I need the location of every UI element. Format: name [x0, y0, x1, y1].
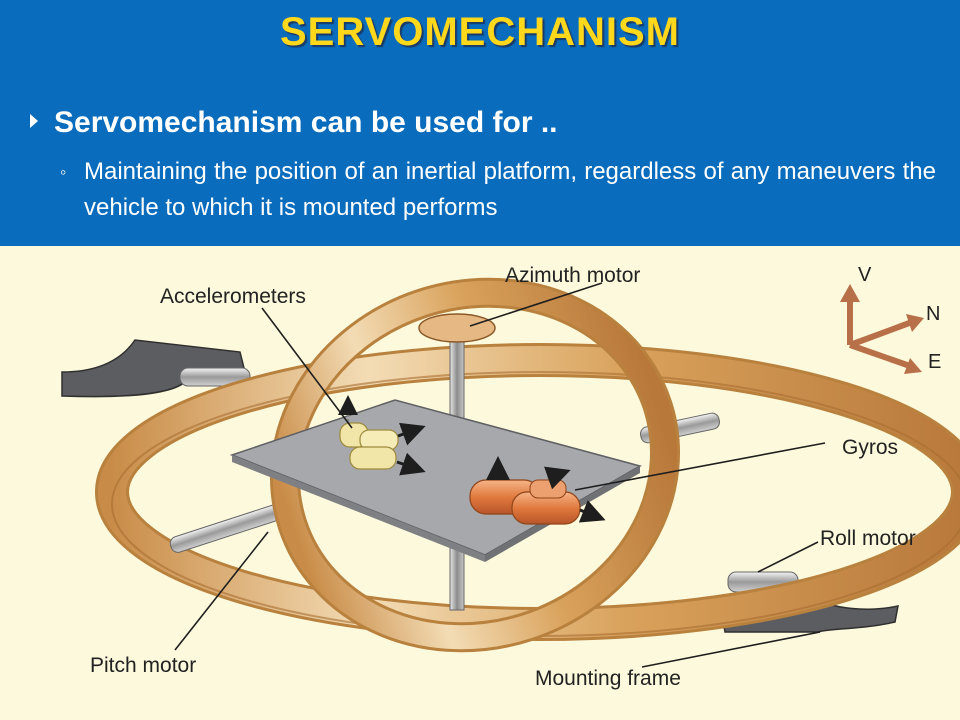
gyro-cluster	[469, 456, 606, 525]
roll-shaft-left	[179, 367, 251, 387]
compass-label-v: V	[858, 264, 872, 286]
inner-gimbal-ring	[269, 277, 681, 653]
bullet-main: Servomechanism can be used for ..	[30, 106, 558, 140]
slide-title: SERVOMECHANISM	[280, 10, 680, 54]
gimbal-diagram: Azimuth motor Accelerometers Gyros Roll …	[0, 246, 960, 720]
label-roll-motor: Roll motor	[820, 527, 916, 550]
label-gyros: Gyros	[842, 436, 898, 459]
gimbal-illustration: Azimuth motor Accelerometers Gyros Roll …	[61, 264, 960, 690]
ring-bullet-icon: ◦	[60, 162, 67, 182]
compass-label-e: E	[928, 351, 941, 373]
compass-label-n: N	[926, 303, 940, 325]
label-azimuth-motor: Azimuth motor	[505, 264, 640, 287]
bullet-main-text: Servomechanism can be used for ..	[54, 106, 558, 139]
accelerometer-cluster	[338, 395, 426, 476]
label-mounting-frame: Mounting frame	[535, 667, 681, 690]
header-band: SERVOMECHANISM Servomechanism can be use…	[0, 0, 960, 246]
triangle-bullet-icon	[30, 114, 38, 128]
bullet-sub: ◦ Maintaining the position of an inertial…	[60, 154, 936, 226]
azimuth-motor-part	[418, 313, 496, 343]
label-pitch-motor: Pitch motor	[90, 654, 196, 677]
pitch-shaft-left	[169, 503, 287, 553]
label-accelerometers: Accelerometers	[160, 285, 306, 308]
bullet-sub-text: Maintaining the position of an inertial …	[84, 158, 936, 221]
leader-lines	[174, 282, 826, 668]
vne-axes-icon	[840, 284, 924, 374]
